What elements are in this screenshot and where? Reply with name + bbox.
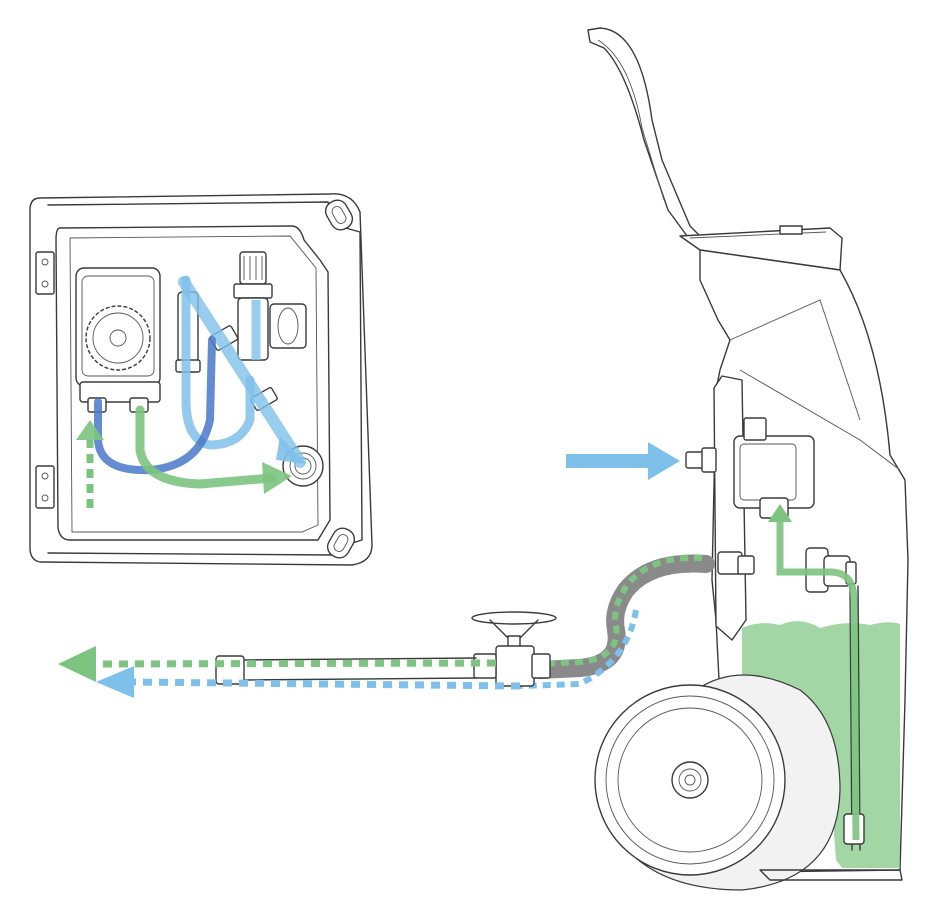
inlet-arrow-icon xyxy=(566,442,680,480)
sprayer-cart xyxy=(587,27,909,891)
tube-green-arrowhead xyxy=(262,462,292,494)
pump-gear-icon xyxy=(85,305,151,371)
straight-blue-dash xyxy=(129,678,521,690)
tube-blue-arrowhead xyxy=(276,436,306,464)
suction-arrowhead xyxy=(768,504,792,522)
mounting-slot-bottom xyxy=(326,527,356,559)
hose-green-dash xyxy=(539,554,703,667)
discharge-hose xyxy=(99,554,715,690)
control-box xyxy=(29,193,373,566)
tube-green xyxy=(135,405,277,489)
hose-gray xyxy=(531,554,715,679)
outlet-arrow-blue-icon xyxy=(96,666,134,698)
hinge-top xyxy=(35,251,55,295)
tube-light-blue-1 xyxy=(181,275,255,450)
mounting-slot-top xyxy=(324,199,354,231)
outlet-arrow-green-icon xyxy=(58,646,96,682)
inlet-fitting xyxy=(685,447,717,473)
green-suction-line xyxy=(776,520,860,841)
wheel-icon xyxy=(594,674,841,891)
riser-arrowhead xyxy=(76,420,104,440)
hinge-bottom xyxy=(35,465,55,509)
pump-motor xyxy=(75,267,161,413)
tube-light-blue-2 xyxy=(178,276,306,468)
valve-handle-icon xyxy=(471,611,557,687)
straight-green-dash xyxy=(99,659,497,668)
